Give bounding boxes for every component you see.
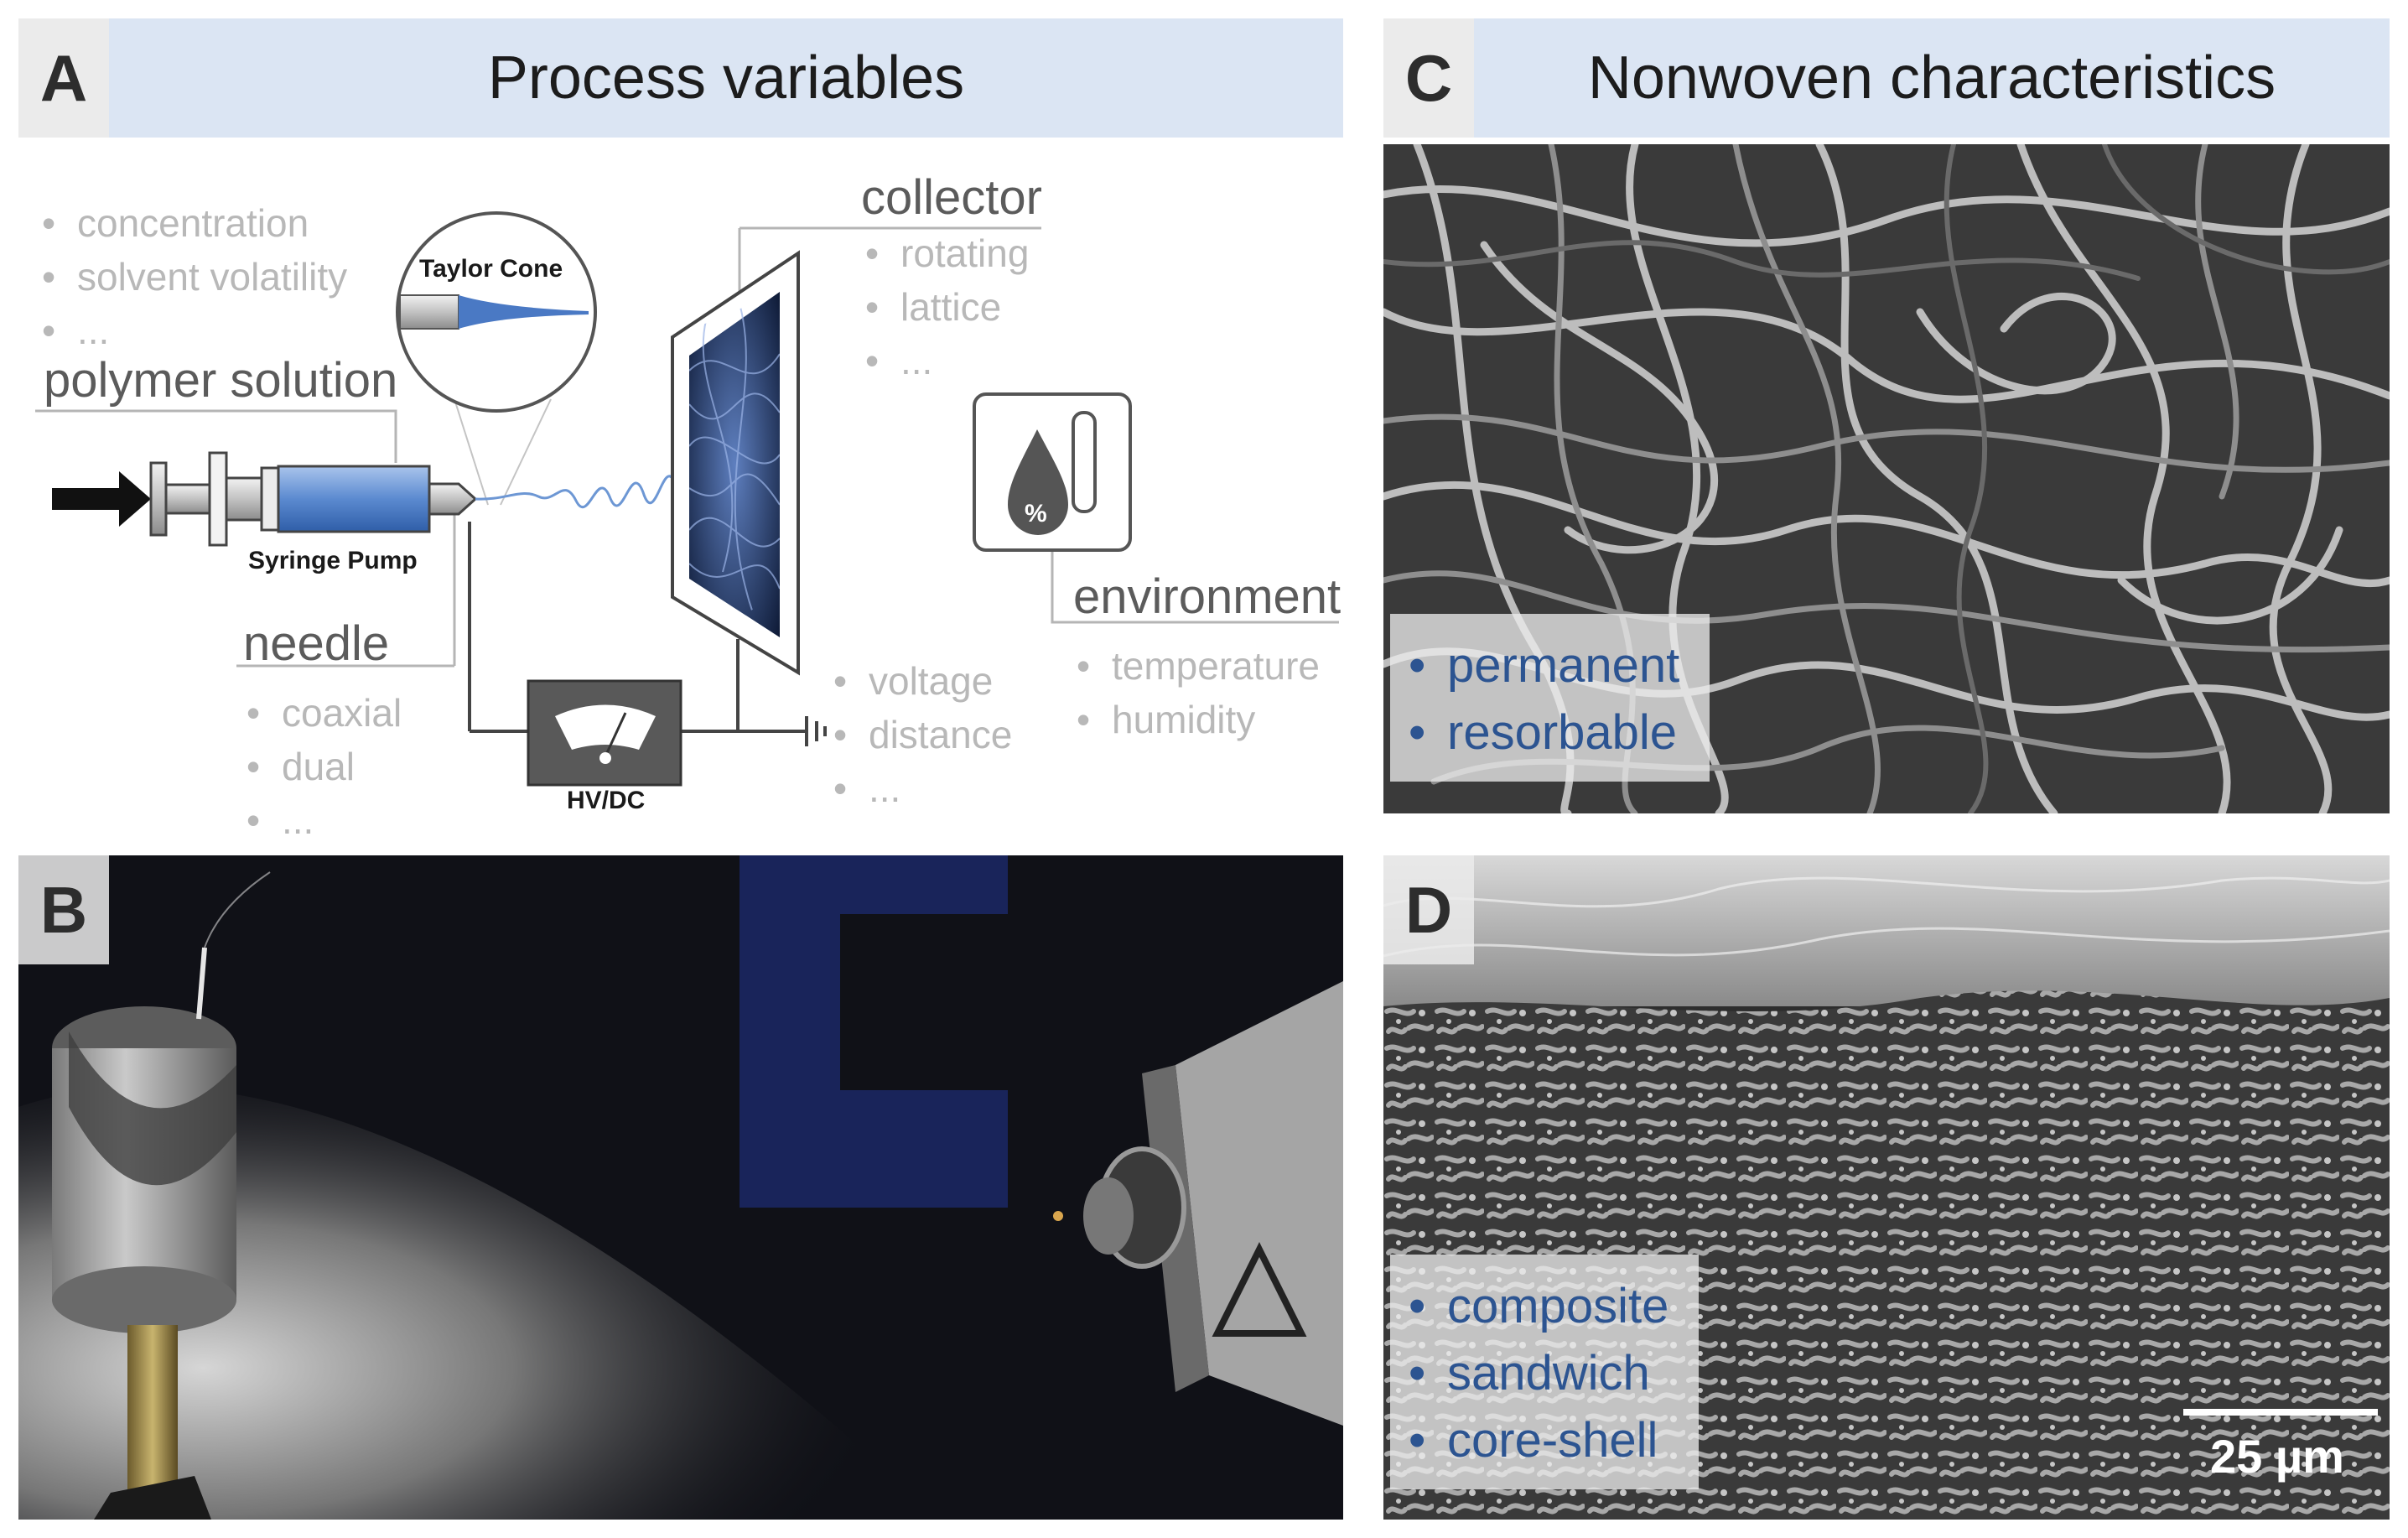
electrospinning-diagram: % [35,211,1339,787]
hvdc-label: HV/DC [567,787,646,814]
panel-b-letter: B [18,855,109,964]
fiber-sem-image: •permanent •resorbable [1383,144,2390,813]
collector-label: collector [861,170,1042,225]
panel-a: A Process variables [18,18,1343,840]
panel-a-letter: A [18,18,109,138]
collector-list: •rotating •lattice •... [865,231,1030,382]
needle-label: needle [243,616,390,671]
panel-a-title: Process variables [109,18,1343,138]
polymer-solution-list: •concentration •solvent volatility •... [42,201,348,352]
panel-c: C Nonwoven characteristics [1383,18,2390,813]
flow-arrow [52,471,151,527]
electrospinning-setup-photo [18,855,1343,1520]
panel-c-properties: •permanent •resorbable [1390,614,1710,782]
hv-dc-meter [527,679,682,787]
voltage-list: •voltage •distance •... [833,659,1013,810]
panel-c-title: Nonwoven characteristics [1474,18,2390,138]
environment-label: environment [1073,569,1342,624]
panel-d-letter: D [1383,855,1474,964]
taylor-cone-label: Taylor Cone [419,255,563,283]
scale-bar [2183,1409,2378,1416]
panel-d: D •composite •sandwich •core-shell 25 µm [1383,855,2390,1520]
syringe-pump [149,451,478,547]
panel-b-photo: B [18,855,1343,1520]
panel-c-letter: C [1383,18,1474,138]
needle-list: •coaxial •dual •... [247,691,402,840]
environment-icon: % [973,392,1132,552]
panel-d-properties: •composite •sandwich •core-shell [1390,1255,1700,1489]
collector-plate [671,250,800,676]
syringe-pump-label: Syringe Pump [248,547,418,574]
scale-bar-label: 25 µm [2210,1430,2344,1483]
svg-text:%: % [1025,500,1047,527]
polymer-solution-label: polymer solution [44,353,398,408]
environment-list: •temperature •humidity [1077,644,1321,741]
